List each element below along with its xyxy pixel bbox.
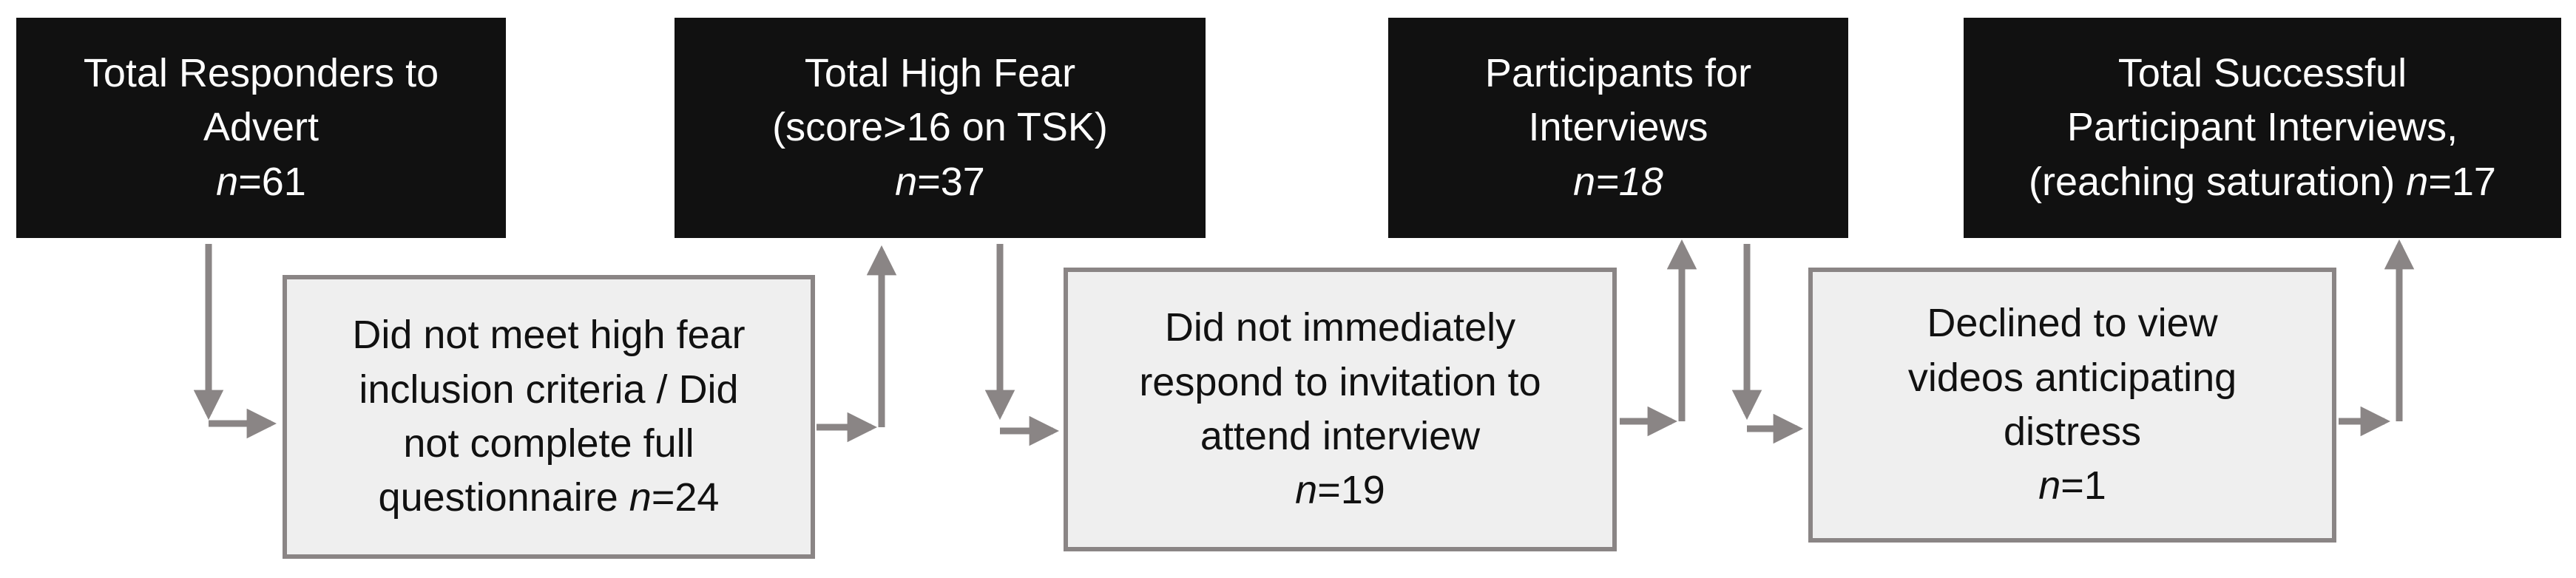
- stage-2-line-2: (score>16 on TSK): [772, 105, 1108, 150]
- stage-4-line-1: Total Successful: [2117, 50, 2407, 95]
- exclusion-2-count: n=19: [1295, 463, 1385, 517]
- stage-2-count: n=37: [895, 155, 985, 209]
- stage-1-line-2: Advert: [203, 105, 320, 150]
- stage-3-n-label: n=18: [1573, 159, 1663, 204]
- stage-1-n-value: =61: [238, 159, 306, 204]
- stage-4-n-label: n: [2406, 159, 2429, 204]
- stage-box-total-responders: Total Responders to Advert n=61: [16, 18, 506, 238]
- stage-box-successful-interviews: Total Successful Participant Interviews,…: [1964, 18, 2561, 238]
- exclusion-2-line-1: Did not immediately: [1164, 305, 1516, 350]
- stage-3-count: n=18: [1573, 155, 1663, 209]
- exclusion-3-n-value: =1: [2061, 463, 2106, 509]
- exclusion-2-n-value: =19: [1317, 468, 1385, 513]
- exclusion-2-n-label: n: [1295, 468, 1318, 513]
- exclusion-box-criteria-not-met: Did not meet high fear inclusion criteri…: [283, 275, 815, 559]
- exclusion-3-count: n=1: [2038, 459, 2106, 513]
- exclusion-1-n-value: =24: [651, 475, 720, 520]
- exclusion-1-line-2: inclusion criteria / Did: [359, 367, 739, 412]
- stage-2-n-value: =37: [917, 159, 985, 204]
- exclusion-box-declined-videos: Declined to view videos anticipating dis…: [1808, 268, 2336, 543]
- stage-box-participants-for-interviews: Participants for Interviews n=18: [1388, 18, 1848, 238]
- exclusion-3-n-label: n: [2038, 463, 2061, 509]
- exclusion-1-line-3: not complete full: [403, 421, 694, 466]
- stage-1-line-1: Total Responders to: [83, 50, 439, 95]
- exclusion-2-line-3: attend interview: [1200, 414, 1481, 458]
- stage-4-count: (reaching saturation) n=17: [2029, 155, 2496, 209]
- exclusion-1-n-prefix: questionnaire: [378, 475, 629, 520]
- exclusion-3-line-1: Declined to view: [1927, 301, 2218, 346]
- stage-4-line-2: Participant Interviews,: [2066, 105, 2458, 150]
- exclusion-box-no-response: Did not immediately respond to invitatio…: [1064, 268, 1617, 551]
- stage-4-n-prefix: (reaching saturation): [2029, 159, 2407, 204]
- stage-3-line-2: Interviews: [1528, 105, 1708, 150]
- exclusion-3-line-2: videos anticipating: [1907, 355, 2237, 400]
- exclusion-2-line-2: respond to invitation to: [1139, 359, 1541, 404]
- exclusion-3-line-3: distress: [2003, 409, 2142, 454]
- stage-2-line-1: Total High Fear: [804, 50, 1076, 95]
- exclusion-1-line-1: Did not meet high fear: [352, 313, 746, 358]
- exclusion-1-count: questionnaire n=24: [379, 471, 720, 525]
- stage-box-total-high-fear: Total High Fear (score>16 on TSK) n=37: [675, 18, 1206, 238]
- stage-1-n-label: n: [216, 159, 239, 204]
- exclusion-1-n-label: n: [629, 475, 652, 520]
- stage-3-line-1: Participants for: [1484, 50, 1752, 95]
- stage-4-n-value: =17: [2428, 159, 2496, 204]
- stage-1-count: n=61: [216, 155, 306, 209]
- stage-2-n-label: n: [895, 159, 918, 204]
